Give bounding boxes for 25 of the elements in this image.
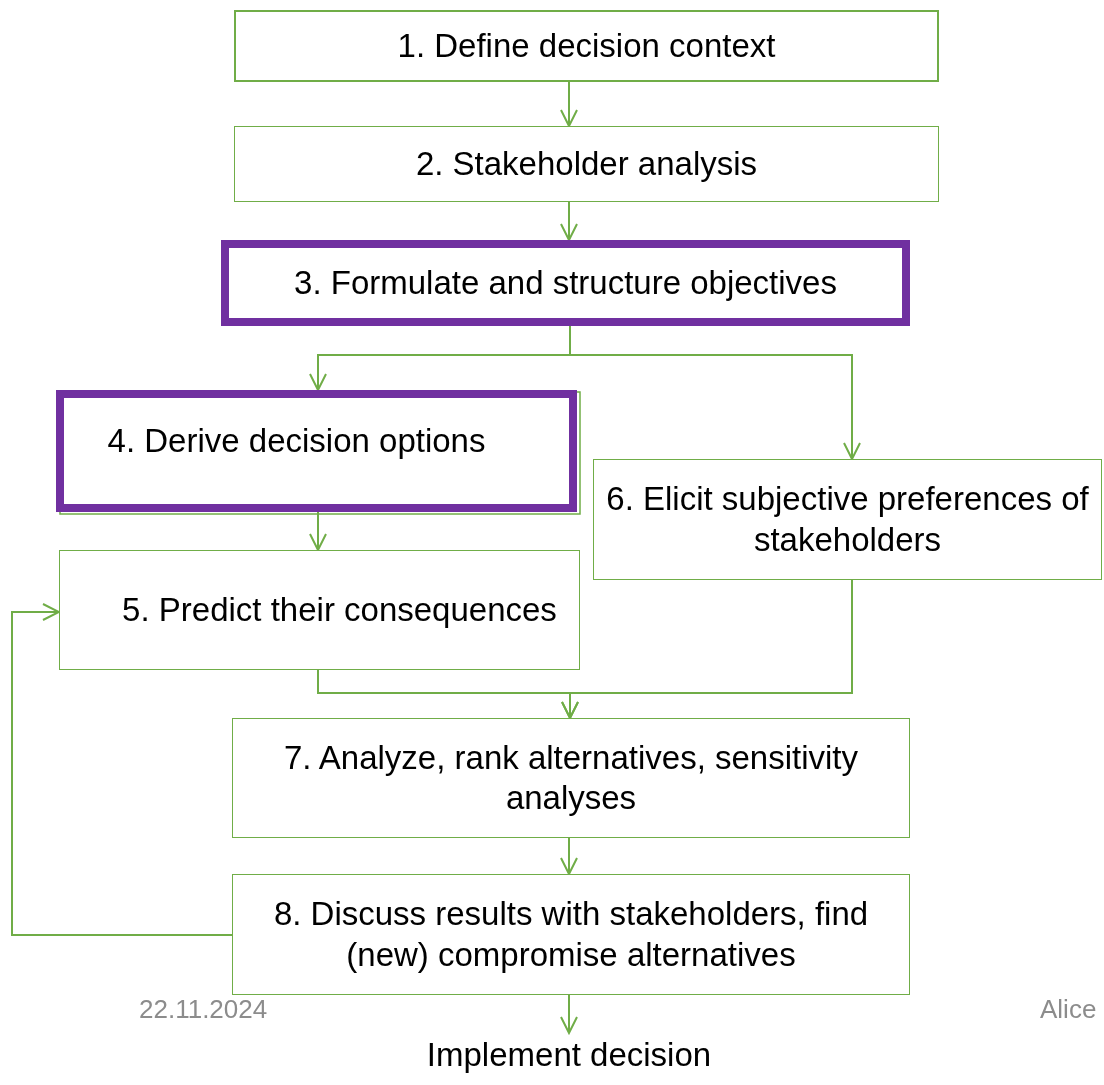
step-text: 8. Discuss results with stakeholders, find (new) compromise alternatives — [272, 894, 870, 975]
arrow — [560, 837, 578, 875]
step-text: 7. Analyze, rank alternatives, sensitivity analyses — [282, 737, 860, 818]
arrow — [309, 511, 327, 551]
arrow — [561, 579, 853, 719]
step-text: 2. Stakeholder analysis — [415, 143, 758, 184]
step-text: 3. Formulate and structure objectives — [294, 262, 837, 303]
process-box — [593, 459, 1102, 580]
step-text: 1. Define decision context — [397, 25, 776, 66]
process-box — [234, 10, 939, 82]
arrow — [560, 994, 578, 1034]
process-box — [234, 126, 939, 202]
arrow — [560, 201, 578, 241]
date-text: 22.11.2024 — [139, 994, 268, 1025]
process-box — [59, 550, 580, 670]
step-text: 4. Derive decision options — [107, 420, 486, 461]
process-box — [232, 874, 910, 995]
author-text: Alice — [1040, 994, 1097, 1025]
process-box — [232, 718, 910, 838]
step-text: 5. Predict their consequences — [122, 589, 557, 630]
arrow — [560, 81, 578, 127]
step-text: 6. Elicit subjective preferences of stakeholders — [605, 479, 1090, 560]
arrow — [11, 603, 233, 936]
process-box — [221, 240, 910, 326]
end-step-text: Implement decision — [426, 1034, 712, 1075]
